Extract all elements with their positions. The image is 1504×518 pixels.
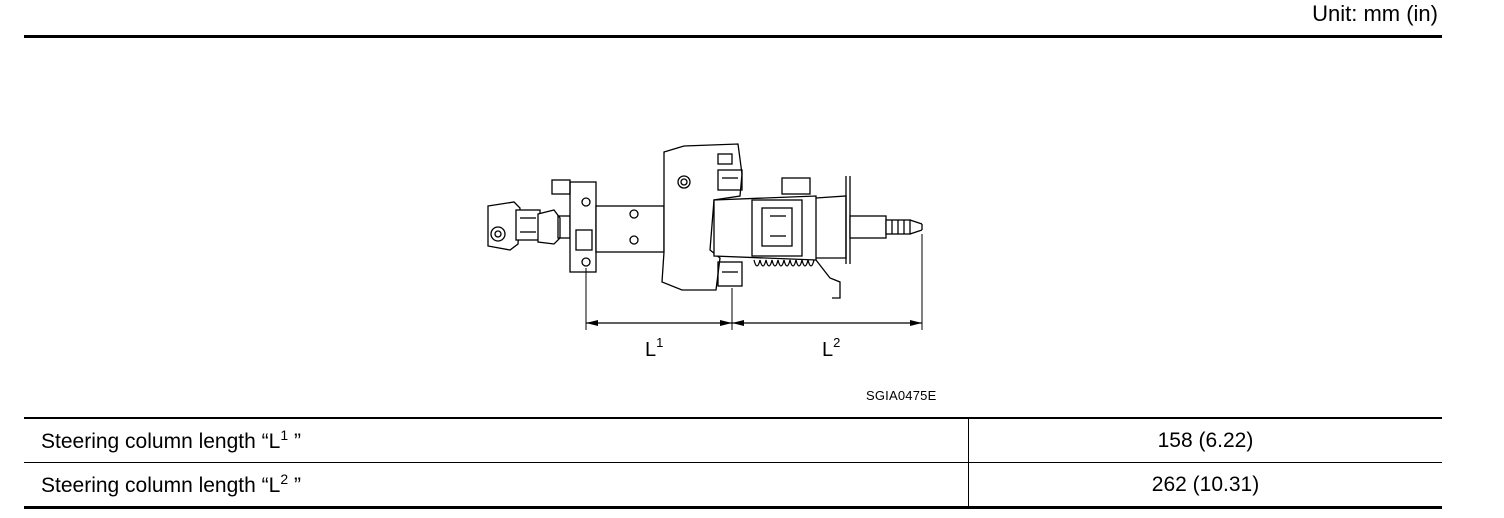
row-value: 158 (6.22) <box>968 418 1442 463</box>
row-value: 262 (10.31) <box>1151 472 1260 496</box>
unit-label: Unit: mm (in) <box>1312 1 1438 26</box>
top-divider <box>24 35 1442 38</box>
figure-code: SGIA0475E <box>866 388 937 403</box>
spec-table: Steering column length “L1 ” 158 (6.22) … <box>24 417 1442 509</box>
row-label: Steering column length “L1 ” <box>24 418 969 463</box>
upper-housing <box>661 143 743 291</box>
dimension-label-l1: L1 <box>645 335 663 361</box>
table-row: Steering column length “L1 ” 158 (6.22) <box>24 418 1442 463</box>
dimension-label-l2: L2 <box>822 335 840 361</box>
universal-joint <box>487 201 571 251</box>
table-row: Steering column length “L2 ” 262 (10.31) <box>24 462 1442 508</box>
tilt-spring <box>753 259 815 267</box>
steering-column-diagram: L1 L2 <box>487 143 923 361</box>
row-label: Steering column length “L2 ” <box>24 462 969 508</box>
lower-bracket <box>551 179 597 273</box>
upper-shaft <box>849 215 923 239</box>
